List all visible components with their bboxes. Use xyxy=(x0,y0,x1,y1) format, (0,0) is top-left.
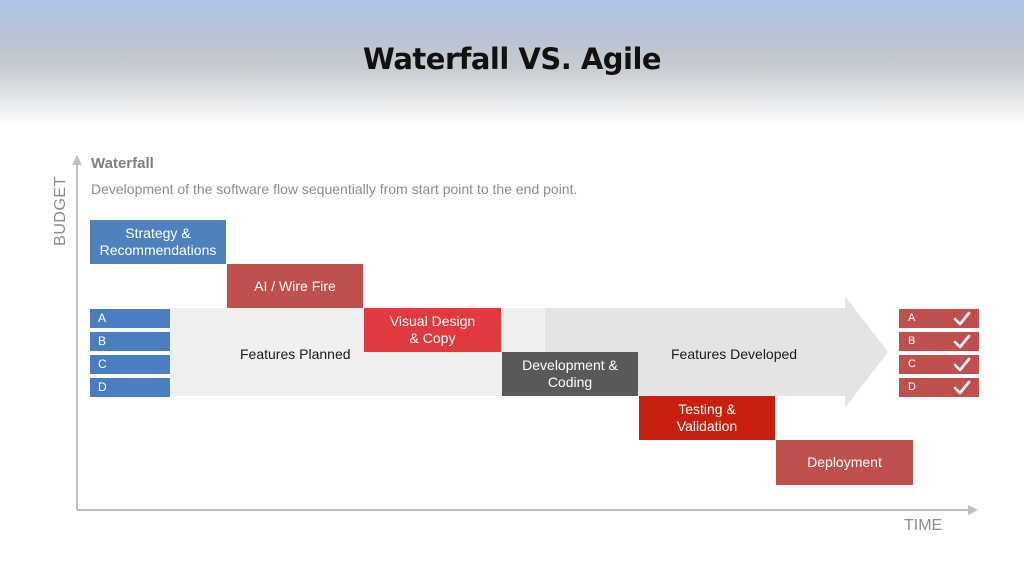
planned-feature-d: D xyxy=(90,378,170,397)
planned-feature-a: A xyxy=(90,309,170,328)
developed-feature-c: C xyxy=(899,355,979,374)
slide-title: Waterfall VS. Agile xyxy=(362,42,662,76)
waterfall-heading: Waterfall xyxy=(91,155,154,172)
planned-feature-b: B xyxy=(90,332,170,351)
waterfall-description: Development of the software flow sequent… xyxy=(91,181,578,197)
check-icon xyxy=(953,380,971,395)
features-planned-label: Features Planned xyxy=(240,346,351,362)
developed-feature-d: D xyxy=(899,378,979,397)
planned-feature-c: C xyxy=(90,355,170,374)
stage-visual-design: Visual Design & Copy xyxy=(364,308,501,352)
slide-header xyxy=(0,0,1024,126)
check-icon xyxy=(953,334,971,349)
stage-development: Development & Coding xyxy=(502,352,638,396)
developed-feature-b: B xyxy=(899,332,979,351)
developed-feature-a: A xyxy=(899,309,979,328)
x-axis-arrow xyxy=(968,505,978,515)
y-axis-label: BUDGET xyxy=(52,176,69,246)
stage-wireframe: AI / Wire Fire xyxy=(227,264,363,308)
check-icon xyxy=(953,311,971,326)
features-developed-label: Features Developed xyxy=(671,346,798,362)
check-icon xyxy=(953,357,971,372)
y-axis-arrow xyxy=(72,155,82,165)
stage-deployment: Deployment xyxy=(776,440,913,485)
x-axis-label: TIME xyxy=(904,517,943,534)
stage-testing: Testing & Validation xyxy=(639,396,775,440)
stage-strategy: Strategy & Recommendations xyxy=(90,220,226,264)
